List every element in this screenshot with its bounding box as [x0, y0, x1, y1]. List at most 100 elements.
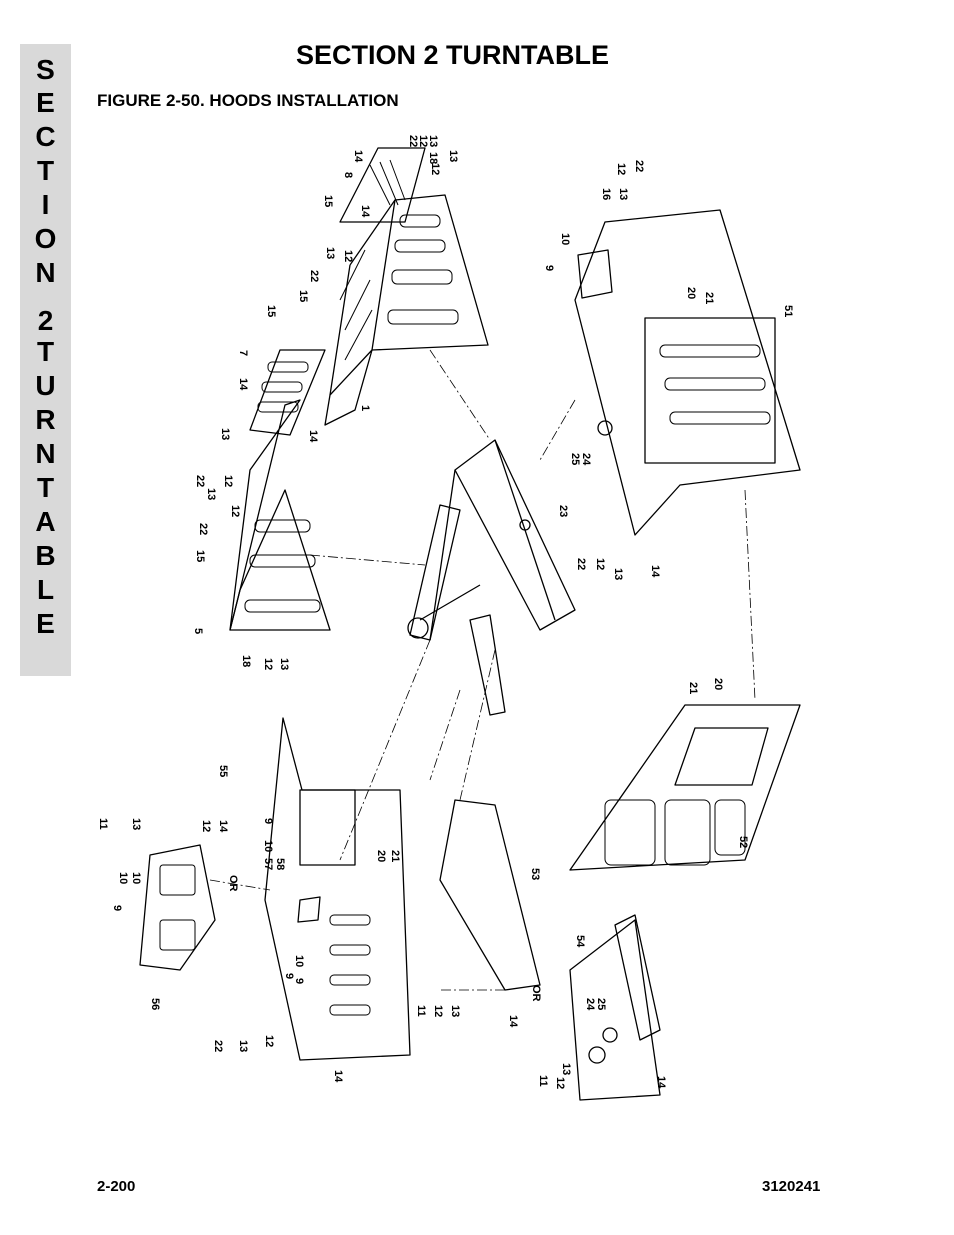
side-tab-letter: E	[36, 608, 55, 639]
callout-label: 9	[111, 905, 123, 911]
callout-label: 22	[308, 270, 320, 282]
callout-label: OR	[530, 985, 542, 1002]
side-tab-letter: I	[41, 189, 50, 220]
callout-label: 14	[507, 1015, 519, 1028]
hood-part-52	[569, 704, 801, 871]
callout-label: 24	[580, 453, 592, 466]
callout-label: 13	[560, 1063, 572, 1075]
callout-label: 10	[293, 955, 305, 967]
callout-label: 9	[283, 973, 295, 979]
callout-label: 12	[594, 558, 606, 570]
callout-label: 55	[217, 765, 229, 777]
callout-label: 12	[432, 1005, 444, 1017]
side-tab-letter: T	[36, 472, 55, 503]
callout-label: 15	[194, 550, 206, 562]
panel-part-8	[339, 147, 426, 223]
callout-label: 16	[600, 188, 612, 200]
side-tab-letter: C	[35, 121, 56, 152]
callout-label: 13	[427, 135, 439, 147]
callout-label: 21	[703, 292, 715, 304]
callout-label: 22	[194, 475, 206, 487]
callout-label: 9	[262, 818, 274, 824]
callout-label: 12	[263, 1035, 275, 1047]
side-tab-letter: T	[36, 155, 55, 186]
callout-label: 58	[274, 858, 286, 870]
hood-part-1	[324, 194, 489, 426]
callout-label: 13	[324, 247, 336, 259]
callout-label: 9	[543, 265, 555, 271]
callout-label: 22	[197, 523, 209, 535]
side-tab-letter: B	[35, 540, 56, 571]
side-tab-letter: S	[36, 54, 55, 85]
callout-label: 15	[297, 290, 309, 302]
turntable-frame	[407, 439, 576, 716]
callout-label: 18	[427, 152, 439, 164]
hood-part-56	[139, 844, 216, 971]
callout-label: 12	[200, 820, 212, 832]
callout-label: 12	[229, 505, 241, 517]
side-tab-letter: 2	[37, 305, 54, 336]
callout-label: 1	[359, 405, 371, 411]
callout-label: 14	[359, 205, 371, 218]
callout-label: 10	[559, 233, 571, 245]
callout-label: 13	[449, 1005, 461, 1017]
callout-label: 11	[537, 1075, 549, 1087]
callout-label: 57	[262, 858, 274, 870]
hood-part-5	[229, 399, 331, 631]
figure-title: FIGURE 2-50. HOODS INSTALLATION	[97, 91, 399, 110]
side-tab-letter: E	[36, 87, 55, 118]
callout-label: 14	[217, 820, 229, 833]
callout-label: 12	[342, 250, 354, 262]
callout-label: 54	[574, 935, 586, 948]
section-title: SECTION 2 TURNTABLE	[296, 40, 610, 70]
callout-label: 15	[322, 195, 334, 207]
callout-label: 23	[557, 505, 569, 517]
callout-label: 11	[415, 1005, 427, 1017]
callout-label: 10	[117, 872, 129, 884]
callout-label: 15	[265, 305, 277, 317]
side-tab-letter: U	[35, 370, 56, 401]
callout-label: 7	[237, 350, 249, 356]
callout-label: 12	[262, 658, 274, 670]
callout-label: 13	[237, 1040, 249, 1052]
callout-label: 22	[633, 160, 645, 172]
callout-label: 24	[584, 998, 596, 1011]
callout-label: 13	[130, 818, 142, 830]
side-tab-letter: O	[34, 223, 57, 254]
callout-label: 10	[130, 872, 142, 884]
panel-part-7	[249, 349, 326, 436]
callout-label: 8	[342, 172, 354, 178]
callout-label: 13	[617, 188, 629, 200]
callout-label: 12	[417, 135, 429, 147]
callout-label: 13	[278, 658, 290, 670]
callout-label: 14	[237, 378, 249, 391]
callout-label: 25	[595, 998, 607, 1010]
side-tab-letter: N	[35, 257, 56, 288]
side-tab-letter: A	[35, 506, 56, 537]
callout-label: 51	[782, 305, 794, 317]
callout-label: 20	[685, 287, 697, 299]
callout-label: 12	[429, 163, 441, 175]
callout-label: 14	[655, 1076, 667, 1089]
callout-label: 14	[307, 430, 319, 443]
callout-label: 9	[293, 978, 305, 984]
callout-label: 5	[192, 628, 204, 634]
hood-part-51	[574, 209, 801, 536]
callout-label: 13	[612, 568, 624, 580]
callout-label: 21	[687, 682, 699, 694]
callout-label: 13	[219, 428, 231, 440]
page-number: 2-200	[97, 1178, 136, 1195]
callout-label: 14	[352, 150, 364, 163]
callout-label: 56	[149, 998, 161, 1010]
hood-part-55	[264, 717, 411, 1061]
document-number: 3120241	[762, 1178, 821, 1195]
plate-part-53	[439, 799, 541, 991]
hood-part-54	[569, 914, 661, 1101]
callout-label: 20	[712, 678, 724, 690]
callout-label: 18	[240, 655, 252, 667]
callout-label: 53	[529, 868, 541, 880]
callout-label: 14	[649, 565, 661, 578]
side-tab-letter: L	[36, 574, 55, 605]
